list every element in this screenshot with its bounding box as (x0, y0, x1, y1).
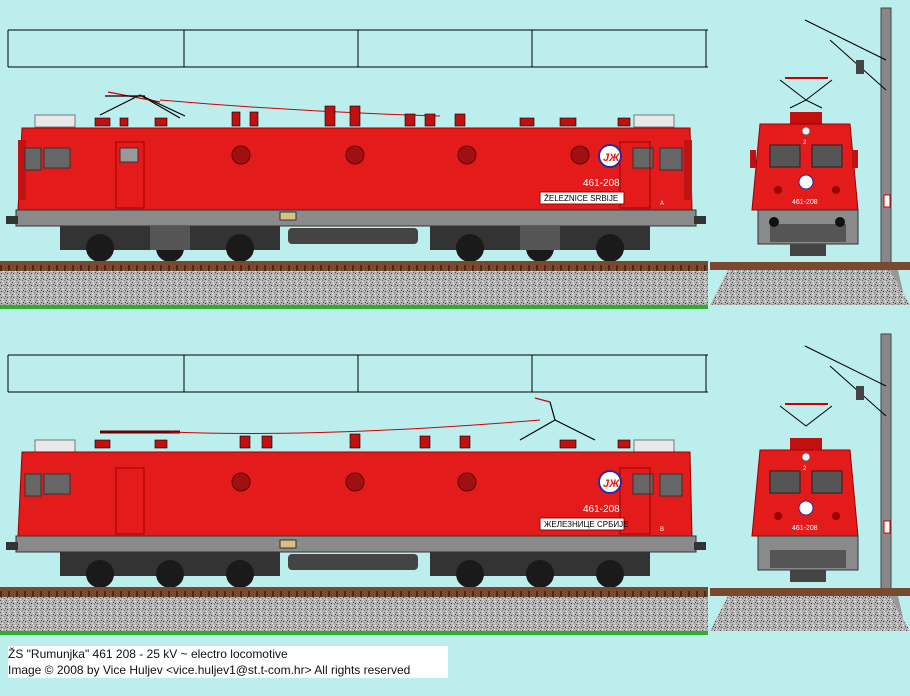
roof-equipment (94, 105, 631, 127)
front-cab-mark: 2 (803, 140, 807, 146)
catenary-wire (7, 29, 708, 68)
roof-hoods (34, 114, 675, 128)
track-2 (0, 587, 708, 635)
front-track (710, 262, 910, 309)
side-view-bottom: ЈЖ 461-208 ЖЕЛЕЗНИЦЕ СРБИЈЕ B (0, 354, 708, 635)
svg-text:ЈЖ: ЈЖ (603, 152, 620, 164)
locomotive-number-2: 461-208 (583, 504, 620, 515)
pantograph-raised-2 (100, 397, 596, 441)
bogies (60, 226, 650, 262)
caption-title: ŽS "Rumunjka" 461 208 - 25 kV ~ electro … (8, 646, 448, 662)
front-number: 461-208 (792, 199, 818, 206)
bogies-2 (60, 552, 650, 588)
underframe (6, 209, 706, 244)
track (0, 261, 708, 309)
front-pantograph (779, 77, 833, 109)
roof-equipment-2 (94, 433, 631, 449)
front-view-top: 2 461-208 (710, 7, 910, 309)
locomotive-body: ЈЖ (17, 127, 693, 211)
locomotive-lettering-2: ЖЕЛЕЗНИЦЕ СРБИЈЕ (544, 520, 628, 529)
caption-copyright: Image © 2008 by Vice Huljev <vice.huljev… (8, 662, 448, 678)
catenary-wire-2 (7, 354, 708, 393)
front-view-bottom: 2 461-208 (710, 333, 910, 631)
front-cab-mark-2: 2 (803, 466, 807, 472)
pantograph-raised (99, 91, 186, 119)
side-view-top: ЈЖ 461-208 ŽELEZNICE SRBIJE A (0, 29, 708, 309)
locomotive-number: 461-208 (583, 178, 620, 189)
end-mark-b: B (660, 527, 664, 533)
front-number-2: 461-208 (792, 525, 818, 532)
end-mark-a: A (660, 201, 664, 207)
svg-text:ЈЖ: ЈЖ (603, 478, 620, 490)
locomotive-lettering: ŽELEZNICE SRBIJE (544, 194, 618, 203)
